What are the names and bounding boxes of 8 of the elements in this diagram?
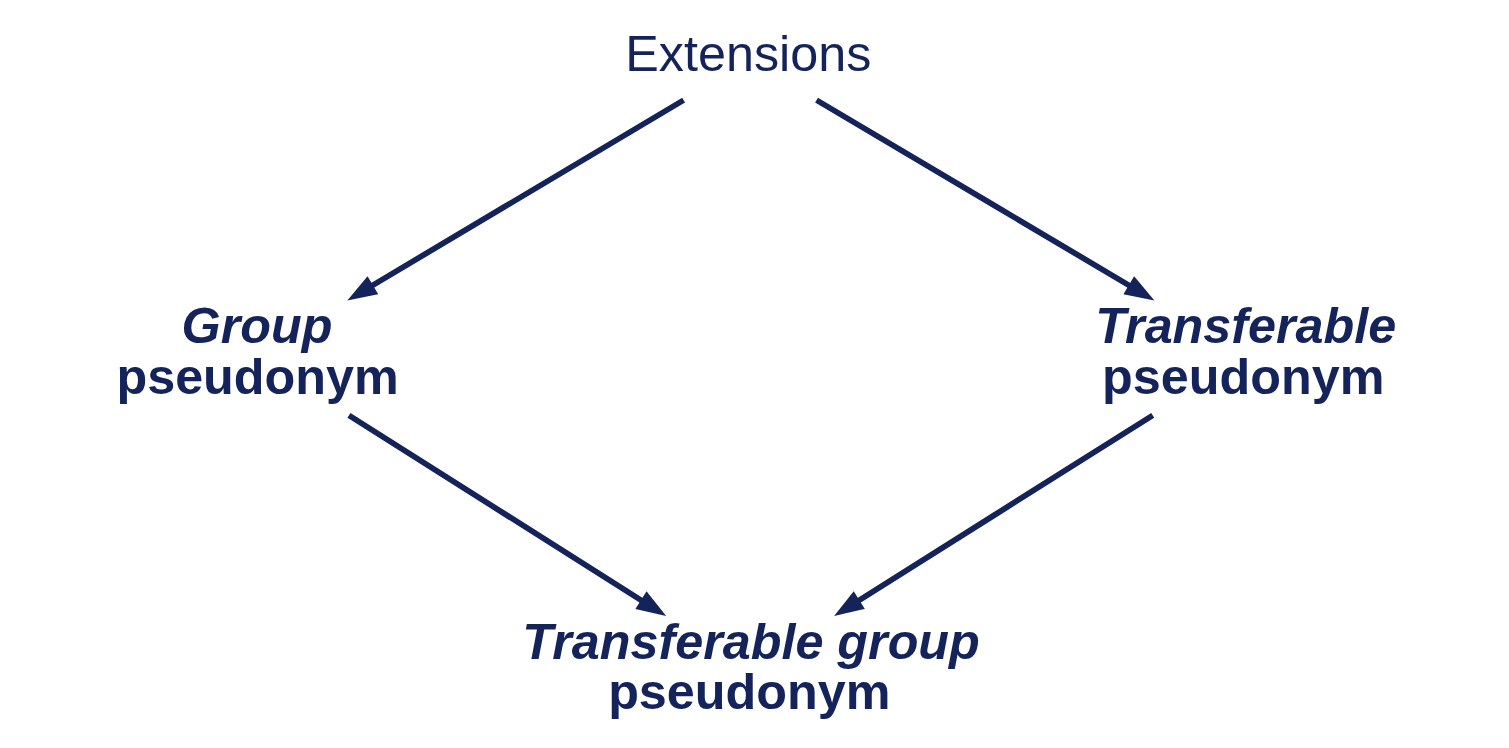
arrow	[815, 97, 1155, 301]
arrow	[347, 97, 686, 301]
node-text: Transferable group pseudonym	[522, 612, 980, 721]
arrow	[834, 412, 1155, 616]
node-text: Transferable pseudonym	[1095, 297, 1397, 405]
node-text: Extensions	[625, 25, 872, 83]
node-text: Group pseudonym	[116, 297, 399, 405]
arrow	[347, 412, 667, 617]
